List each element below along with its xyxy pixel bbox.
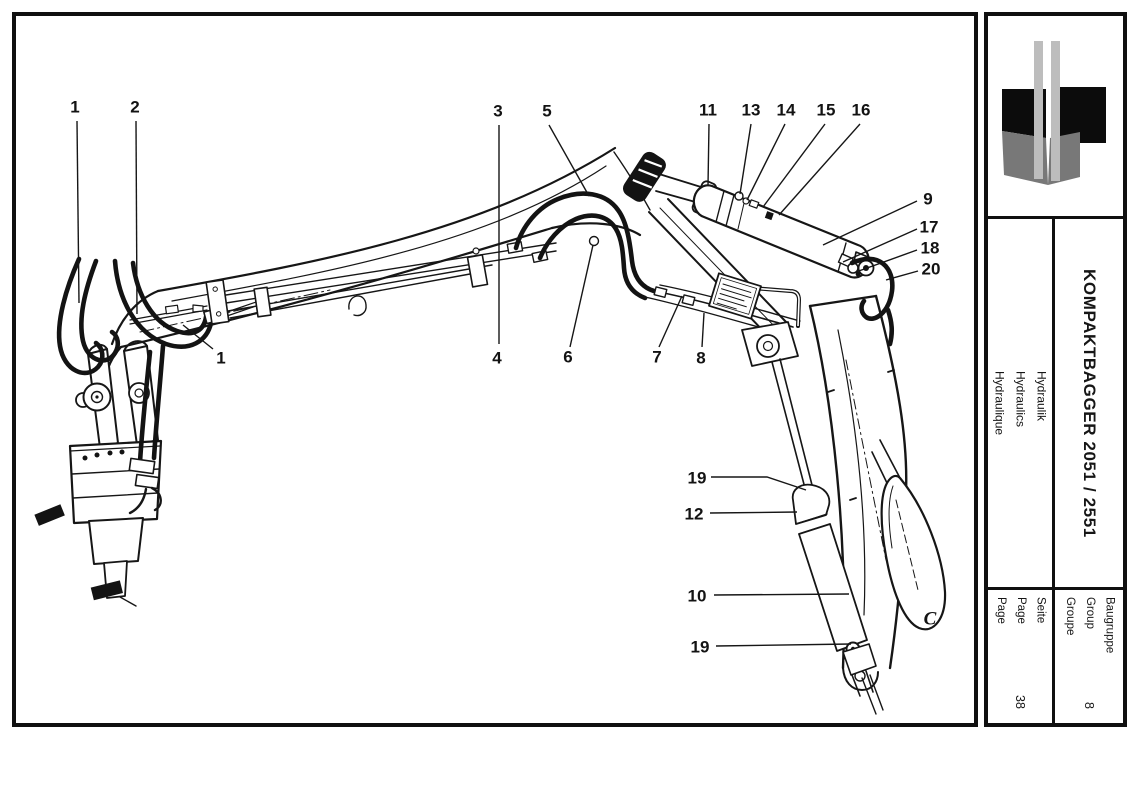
callout-7: 7 <box>652 348 661 367</box>
bottom-row: Seite Page Page 38 Baugruppe Group Group… <box>988 590 1123 723</box>
callout-1: 1 <box>70 98 79 117</box>
warning-plate <box>708 272 762 320</box>
page-title: KOMPAKTBAGGER 2051 / 2551 <box>1080 268 1099 538</box>
leader-line-19 <box>715 643 852 647</box>
callout-13: 13 <box>742 101 761 120</box>
callout-15: 15 <box>817 101 836 120</box>
center-hose-arc <box>513 191 657 301</box>
callout-10: 10 <box>688 587 707 606</box>
group-label: Baugruppe Group Groupe <box>1064 597 1116 654</box>
hose-fitting-bottom <box>90 580 123 601</box>
leader-line-5 <box>548 124 590 197</box>
callout-19: 19 <box>688 469 707 488</box>
logo-cell <box>988 16 1123 219</box>
title-row: Hydraulik Hydraulics Hydraulique KOMPAKT… <box>988 219 1123 590</box>
leader-line-20 <box>885 270 919 281</box>
annotation-C: C <box>924 609 937 630</box>
sidebar: Hydraulik Hydraulics Hydraulique KOMPAKT… <box>984 12 1127 727</box>
callout-5: 5 <box>542 102 551 121</box>
subtitle-text: Hydraulik Hydraulics Hydraulique <box>992 370 1049 436</box>
leader-line-10 <box>713 593 850 596</box>
callout-18: 18 <box>921 239 940 258</box>
callout-19: 19 <box>691 638 710 657</box>
callout-9: 9 <box>923 190 932 209</box>
leader-line-1 <box>76 120 80 304</box>
leader-line-11 <box>707 123 710 187</box>
leader-line-13 <box>739 123 752 195</box>
callout-17: 17 <box>920 218 939 237</box>
subtitle-cell: Hydraulik Hydraulics Hydraulique <box>988 219 1055 587</box>
leader-line-15 <box>762 123 826 208</box>
callout-3: 3 <box>493 102 502 121</box>
page-label: Seite Page Page <box>995 597 1047 624</box>
upper-link <box>648 198 799 367</box>
callout-2: 2 <box>130 98 139 117</box>
leader-line-17 <box>842 228 918 263</box>
schaeff-logo <box>1002 41 1106 185</box>
callout-8: 8 <box>696 349 705 368</box>
leader-line-2 <box>135 120 138 315</box>
page-cell: Seite Page Page 38 <box>988 590 1055 723</box>
swing-post <box>34 340 163 607</box>
callout-14: 14 <box>777 101 796 120</box>
callout-16: 16 <box>852 101 871 120</box>
callout-20: 20 <box>922 260 941 279</box>
callout-6: 6 <box>563 348 572 367</box>
leader-line-14 <box>746 123 786 201</box>
bucket-link <box>871 439 947 631</box>
leader-line-16 <box>778 123 861 216</box>
callout-12: 12 <box>685 505 704 524</box>
leader-line-18 <box>855 249 918 273</box>
leader-line-9 <box>822 200 918 246</box>
callout-4: 4 <box>492 349 502 368</box>
group-cell: Baugruppe Group Groupe 8 <box>1055 590 1123 723</box>
leader-line-6 <box>569 244 594 348</box>
diagram-frame <box>12 12 978 727</box>
title-cell: KOMPAKTBAGGER 2051 / 2551 <box>1055 219 1123 587</box>
leader-line-8 <box>701 312 705 348</box>
bucket-cylinder <box>771 358 884 715</box>
knuckle-boot <box>623 151 666 202</box>
leader-line-12 <box>709 511 798 514</box>
callout-1: 1 <box>216 349 225 368</box>
group-number: 8 <box>1082 702 1096 709</box>
callout-11: 11 <box>699 101 717 120</box>
page-number: 38 <box>1013 695 1027 709</box>
leader-line-19 <box>711 476 807 491</box>
leader-line-1 <box>182 324 214 350</box>
leader-line-7 <box>658 295 683 348</box>
hose-fitting-left <box>34 504 65 526</box>
stick-cylinder <box>655 173 875 279</box>
